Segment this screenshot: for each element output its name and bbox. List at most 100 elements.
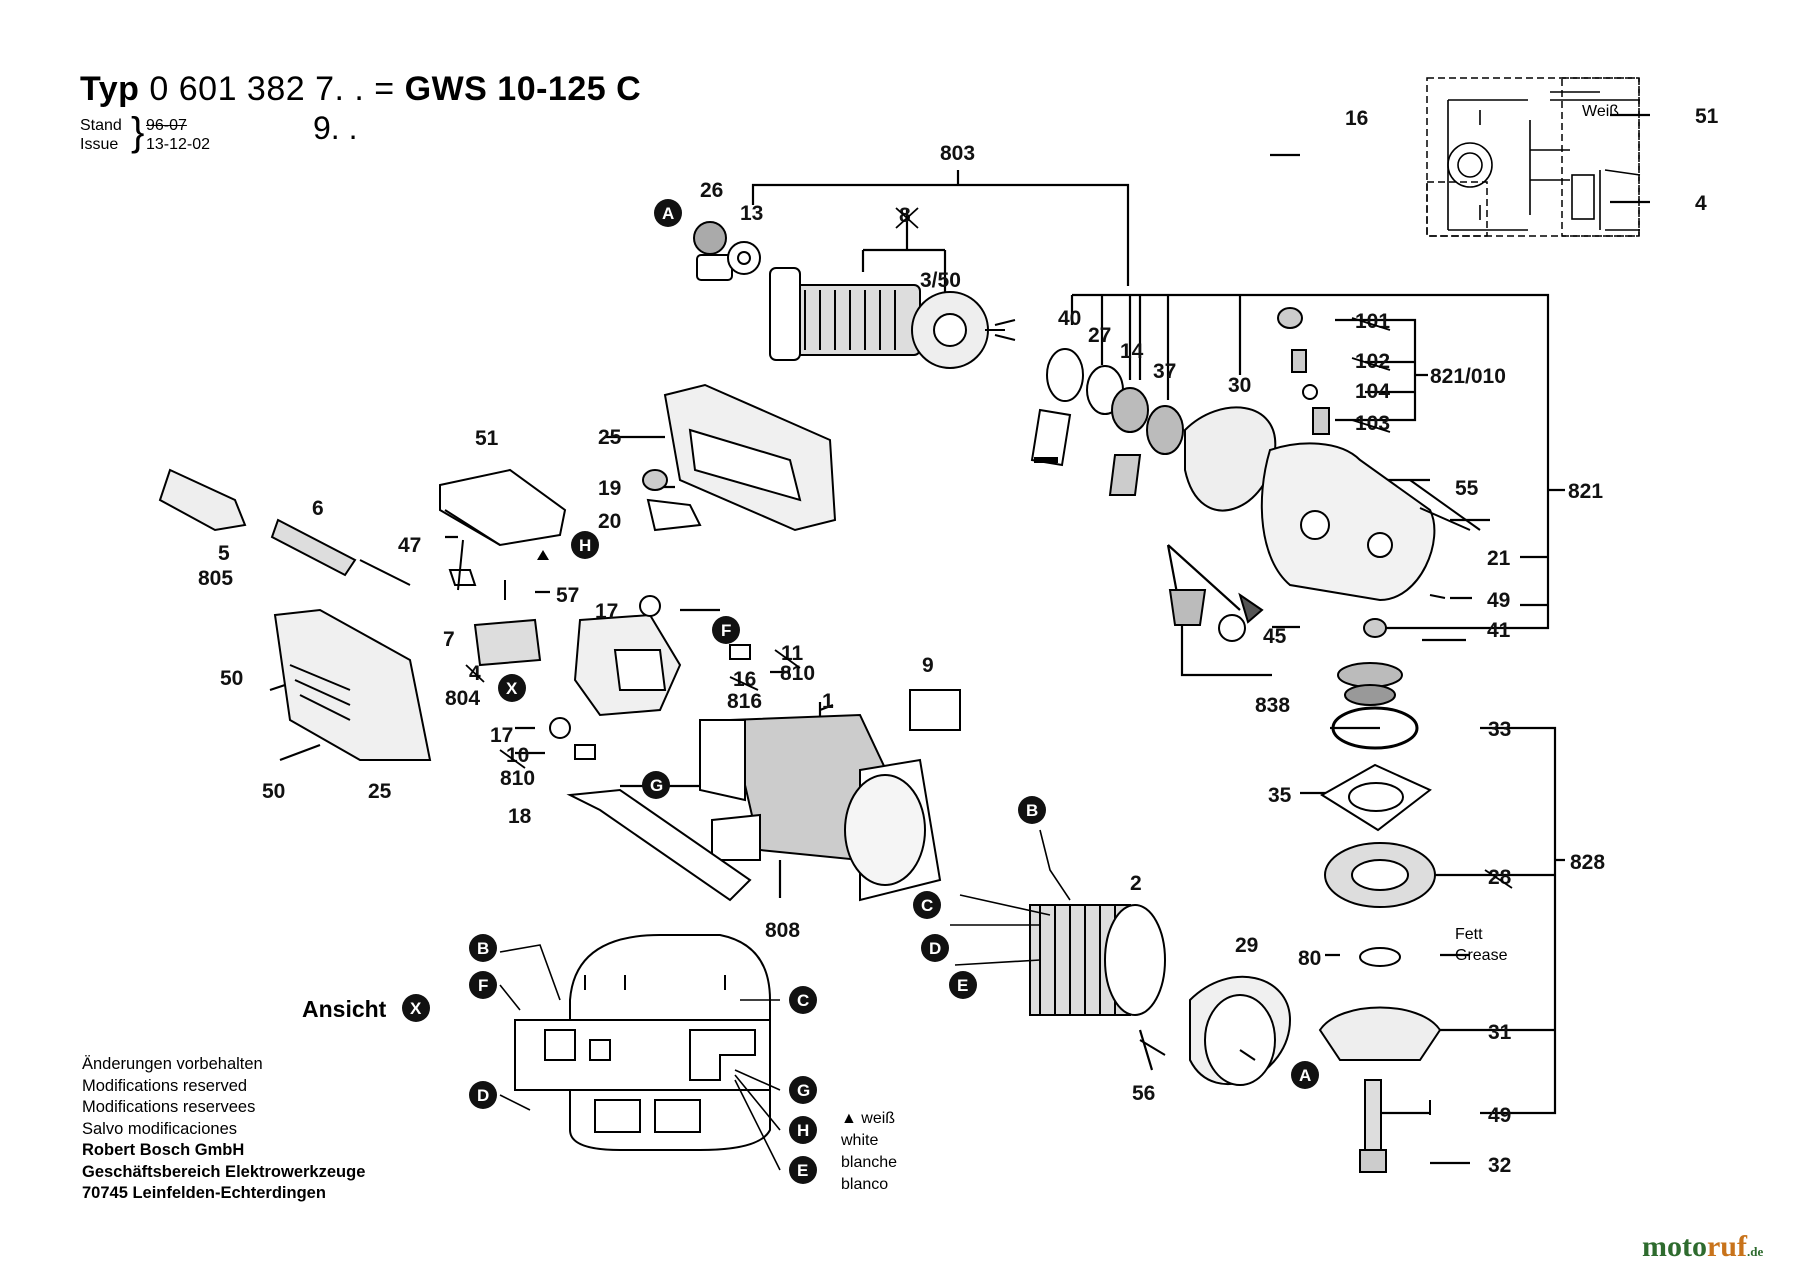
svg-text:H: H (579, 536, 591, 555)
footer-notes: Änderungen vorbehalten Modifications res… (82, 1055, 366, 1202)
marker-a-bottom: A (1291, 1061, 1319, 1089)
grease-note: Fett Grease (1455, 926, 1508, 964)
part-label-804: 804 (445, 687, 480, 710)
part-label-20: 20 (598, 510, 621, 533)
part-label-16-struck: 16 (733, 668, 756, 691)
marker-d-right: D (921, 934, 949, 962)
part-label-32: 32 (1488, 1154, 1511, 1177)
connection-markers: A A B B C C D D E E F F G G H H X X (402, 199, 1319, 1184)
part-label-30: 30 (1228, 374, 1251, 397)
marker-f-view: F (469, 971, 497, 999)
marker-b-view: B (469, 934, 497, 962)
marker-g-view: G (789, 1076, 817, 1104)
variant-suffix: 9. . (313, 110, 358, 146)
marker-e-view: E (789, 1156, 817, 1184)
part-label-17-mid: 17 (490, 724, 513, 747)
brace-icon: } (131, 110, 145, 154)
ansicht-x-view (514, 934, 771, 1151)
marker-x-view: X (402, 994, 430, 1022)
svg-text:B: B (477, 939, 489, 958)
part-label-51-switch: 51 (475, 427, 499, 450)
svg-text:X: X (506, 679, 518, 698)
part-label-45: 45 (1263, 625, 1287, 648)
part-label-40: 40 (1058, 307, 1081, 330)
marker-b-top: B (1018, 796, 1046, 824)
part-label-50-upper: 50 (220, 667, 243, 690)
part-label-821: 821 (1568, 480, 1603, 503)
part-label-29: 29 (1235, 934, 1258, 957)
part-label-25-shell: 25 (368, 780, 392, 803)
wiring-schematic (1426, 77, 1640, 237)
part-label-104: 104 (1355, 380, 1390, 403)
part-label-9: 9 (922, 654, 934, 677)
part-label-13: 13 (740, 202, 763, 225)
part-label-41: 41 (1487, 619, 1511, 642)
part-label-18: 18 (508, 805, 532, 828)
marker-a-top: A (654, 199, 682, 227)
part-label-1: 1 (822, 690, 834, 713)
part-label-51-schematic: 51 (1695, 105, 1719, 128)
part-label-7: 7 (443, 628, 455, 651)
part-label-816: 816 (727, 690, 762, 713)
part-label-4-schematic: 4 (1695, 192, 1707, 215)
white-wire-triangle-icon (537, 550, 549, 560)
part-label-49-top: 49 (1487, 589, 1510, 612)
part-label-810-top: 810 (780, 662, 815, 685)
marker-c-right: C (913, 891, 941, 919)
marker-g-top: G (642, 771, 670, 799)
part-label-810-mid: 810 (500, 767, 535, 790)
svg-text:B: B (1026, 801, 1038, 820)
part-label-16-schematic: 16 (1345, 107, 1368, 130)
marker-h-view: H (789, 1116, 817, 1144)
svg-text:C: C (797, 991, 809, 1010)
part-label-35: 35 (1268, 784, 1292, 807)
svg-text:A: A (1299, 1066, 1311, 1085)
marker-d-view: D (469, 1081, 497, 1109)
part-label-14: 14 (1120, 340, 1144, 363)
part-labels: 803 26 13 8 3/50 40 27 14 37 30 101 102 … (198, 105, 1719, 1177)
part-label-31: 31 (1488, 1021, 1512, 1044)
svg-text:D: D (477, 1086, 489, 1105)
part-label-49-bottom: 49 (1488, 1104, 1511, 1127)
stand-issue-labels: Stand Issue (80, 117, 122, 153)
part-label-838: 838 (1255, 694, 1290, 717)
part-label-80: 80 (1298, 947, 1321, 970)
part-label-828: 828 (1570, 851, 1605, 874)
svg-text:G: G (650, 776, 663, 795)
part-label-805: 805 (198, 567, 233, 590)
svg-text:C: C (921, 896, 933, 915)
part-label-26: 26 (700, 179, 723, 202)
part-label-3-50: 3/50 (920, 269, 961, 292)
part-label-27: 27 (1088, 324, 1111, 347)
svg-text:H: H (797, 1121, 809, 1140)
marker-f-top: F (712, 616, 740, 644)
part-label-808: 808 (765, 919, 800, 942)
svg-text:G: G (797, 1081, 810, 1100)
part-label-47: 47 (398, 534, 421, 557)
part-label-57: 57 (556, 584, 579, 607)
motoruf-logo: motoruf.de (1642, 1230, 1764, 1263)
part-label-17-top: 17 (595, 600, 618, 623)
part-label-56: 56 (1132, 1082, 1155, 1105)
svg-text:A: A (662, 204, 674, 223)
svg-text:F: F (478, 976, 488, 995)
weiss-label: Weiß (1582, 103, 1620, 120)
part-label-37: 37 (1153, 360, 1176, 383)
part-label-10: 10 (506, 744, 529, 767)
svg-text:E: E (797, 1161, 808, 1180)
part-label-5: 5 (218, 542, 230, 565)
part-label-803: 803 (940, 142, 975, 165)
wire-color-legend: ▲ weiß white blanche blanco (841, 1110, 898, 1193)
part-label-6: 6 (312, 497, 324, 520)
svg-text:E: E (957, 976, 968, 995)
ansicht-label: Ansicht (302, 996, 387, 1022)
svg-text:F: F (721, 621, 731, 640)
marker-h-top: H (571, 531, 599, 559)
marker-c-view: C (789, 986, 817, 1014)
part-label-2: 2 (1130, 872, 1142, 895)
svg-text:X: X (410, 999, 422, 1018)
part-label-55: 55 (1455, 477, 1479, 500)
part-label-21: 21 (1487, 547, 1511, 570)
stand-issue-values: 96-07 13-12-02 (146, 117, 211, 153)
part-label-33: 33 (1488, 718, 1511, 741)
